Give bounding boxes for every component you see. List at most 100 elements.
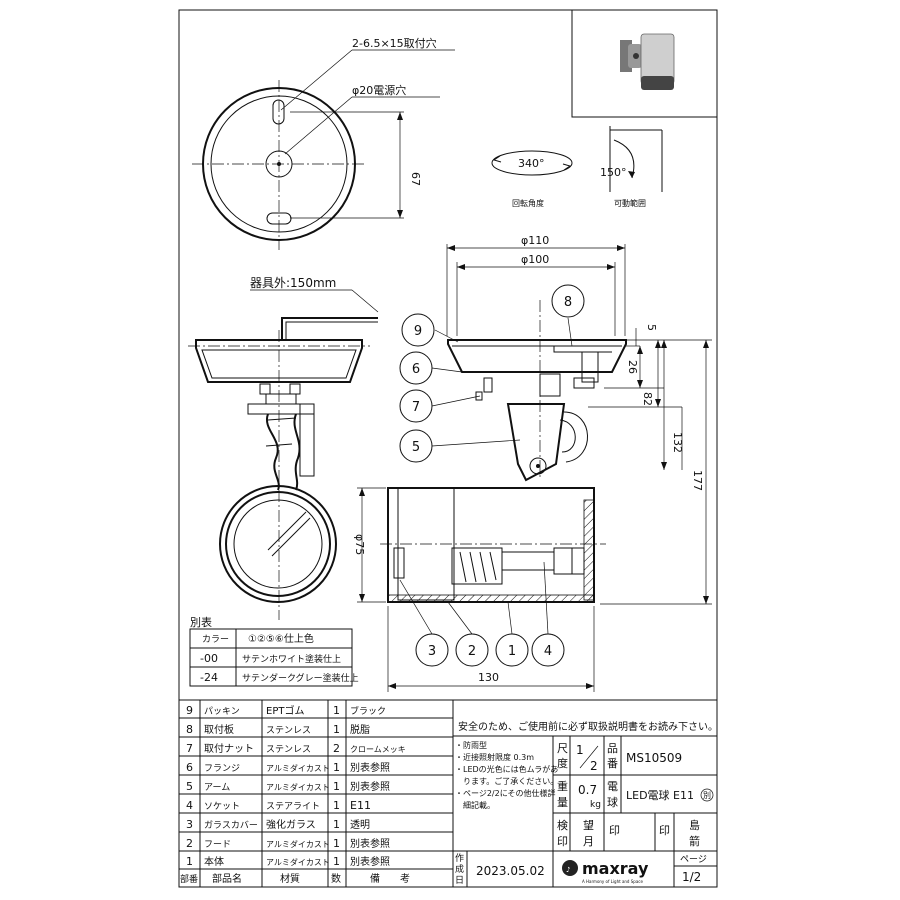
svg-text:別表参照: 別表参照 [350,855,390,868]
svg-text:1: 1 [333,761,340,774]
svg-text:2: 2 [590,759,598,773]
svg-text:ステンレス: ステンレス [266,725,311,736]
svg-text:フード: フード [204,840,231,850]
color-table-title: 別表 [190,615,212,629]
rotation-angle: 340° 回転角度 [491,150,573,208]
balloon-1: 1 [495,633,529,667]
parts-row: 1 本体 アルミダイカスト 1 別表参照 [186,855,390,868]
balloon-9: 9 [401,313,435,347]
parts-row: 4 ソケット ステアライト 1 E11 [186,799,371,812]
svg-text:6: 6 [412,362,420,377]
svg-text:ガラスカバー: ガラスカバー [204,820,258,831]
svg-text:8: 8 [564,295,572,310]
balloon-6: 6 [399,351,433,385]
svg-text:E11: E11 [350,799,371,812]
svg-text:4: 4 [544,644,552,659]
top-view: 2-6.5×15取付穴 φ20電源穴 67 [192,36,455,250]
svg-text:別表参照: 別表参照 [350,761,390,774]
svg-text:1: 1 [508,644,516,659]
svg-text:パッキン: パッキン [204,706,240,717]
dim-75: φ75 [353,534,366,555]
svg-text:アルミダイカスト: アルミダイカスト [266,857,330,867]
balloon-3: 3 [415,633,449,667]
bulb-value: LED電球 E11 [626,788,694,802]
parts-header: 部番 部品名 材質 数 備 考 [180,872,410,885]
brand-logo: maxray [582,859,649,878]
parts-row: 5 アーム アルミダイカスト 1 別表参照 [186,780,390,793]
parts-row: 6 フランジ アルミダイカスト 1 別表参照 [186,761,390,774]
svg-text:電: 電 [607,780,618,793]
spec-notes: ・防雨型 ・近接照射限度 0.3m ・LEDの光色には色ムラがあ ります。ご了承… [455,740,558,810]
cable-length-label: 器具外:150mm [250,276,336,290]
svg-text:1: 1 [333,837,340,850]
color-table: 別表 カラー ①②⑤⑥仕上色 -00 サテンホワイト塗装仕上 -24 サテンダー… [189,615,359,687]
rotation-angle-caption: 回転角度 [512,198,544,208]
svg-text:印: 印 [659,824,670,837]
svg-text:1: 1 [186,855,193,868]
svg-text:アーム: アーム [204,782,230,793]
svg-text:脱脂: 脱脂 [350,723,370,736]
svg-text:検: 検 [557,818,568,832]
parts-row: 2 フード アルミダイカスト 1 別表参照 [186,837,390,850]
svg-text:細記載。: 細記載。 [455,800,495,810]
svg-text:ステンレス: ステンレス [266,744,311,755]
svg-text:0.7: 0.7 [578,783,597,797]
color-table-header-label: カラー [202,634,229,645]
dim-82: 82 [641,392,654,406]
svg-text:・防雨型: ・防雨型 [455,740,487,750]
svg-text:1: 1 [333,780,340,793]
svg-text:取付ナット: 取付ナット [204,742,254,755]
title-block: 安全のため、ご使用前に必ず取扱説明書をお読み下さい。 ・防雨型 ・近接照射限度 … [453,699,718,887]
mount-holes-label: 2-6.5×15取付穴 [352,36,437,50]
svg-text:量: 量 [557,796,568,809]
svg-text:3: 3 [186,818,193,831]
svg-text:備 考: 備 考 [370,872,410,885]
svg-text:成: 成 [455,863,464,875]
dim-5: 5 [645,324,658,331]
svg-text:・近接照射限度 0.3m: ・近接照射限度 0.3m [455,752,534,762]
svg-text:度: 度 [557,756,568,770]
color-table-header-value: ①②⑤⑥仕上色 [248,632,314,645]
svg-text:kg: kg [590,800,601,810]
svg-text:3: 3 [428,644,436,659]
svg-text:別表参照: 別表参照 [350,780,390,793]
svg-text:9: 9 [186,704,193,717]
side-view: 器具外:150mm [188,276,379,620]
color-finish: サテンダークグレー塗装仕上 [242,672,359,684]
dim-67: 67 [409,172,422,186]
svg-text:本体: 本体 [204,855,224,868]
svg-text:ブラック: ブラック [350,705,386,717]
svg-text:数: 数 [331,872,341,885]
movable-range-caption: 可動範囲 [614,198,646,208]
dim-132: 132 [671,432,684,453]
power-hole-label: φ20電源穴 [352,83,406,97]
svg-text:島: 島 [689,818,700,832]
drawn-date: 2023.05.02 [476,864,545,878]
svg-text:箭: 箭 [689,834,700,848]
svg-text:2: 2 [186,837,193,850]
svg-text:番: 番 [607,757,618,770]
safety-note: 安全のため、ご使用前に必ず取扱説明書をお読み下さい。 [458,720,718,733]
section-view: φ110 φ100 [353,234,712,692]
svg-text:5: 5 [412,440,420,455]
svg-text:部品名: 部品名 [212,872,242,885]
svg-text:アルミダイカスト: アルミダイカスト [266,839,330,849]
svg-text:別表参照: 別表参照 [350,837,390,850]
svg-text:ります。ご了承ください。: ります。ご了承ください。 [455,776,558,786]
svg-text:ソケット: ソケット [204,801,240,812]
dim-26: 26 [626,360,639,374]
svg-text:アルミダイカスト: アルミダイカスト [266,782,330,792]
svg-text:・ページ2/2にその他仕様詳: ・ページ2/2にその他仕様詳 [455,788,556,798]
balloon-2: 2 [455,633,489,667]
svg-text:尺: 尺 [557,742,568,755]
svg-text:7: 7 [412,400,420,415]
balloon-7: 7 [399,389,433,423]
svg-text:部番: 部番 [180,873,198,885]
svg-text:1: 1 [576,743,584,757]
svg-text:透明: 透明 [350,819,370,831]
svg-text:5: 5 [186,780,193,793]
balloon-5: 5 [399,429,433,463]
svg-text:1: 1 [333,818,340,831]
svg-text:品: 品 [607,742,618,755]
svg-text:9: 9 [414,324,422,339]
